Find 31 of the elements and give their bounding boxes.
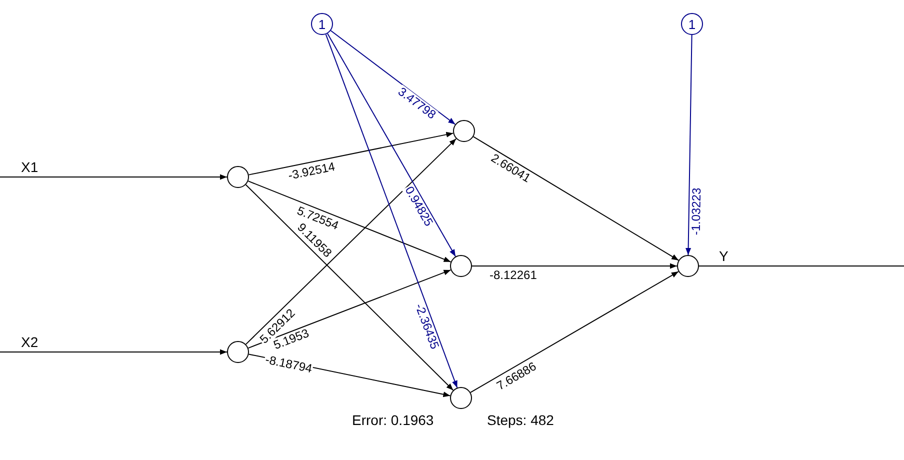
variable-label: X1	[20, 160, 40, 174]
arrow	[325, 34, 458, 388]
neuron-node	[227, 341, 249, 363]
training-stat: Steps: 482	[487, 412, 554, 428]
arrow	[0, 174, 228, 180]
node-label: 1	[318, 18, 326, 30]
arrow	[330, 30, 456, 125]
edge-label: -8.12261	[488, 268, 538, 282]
arrow	[245, 138, 457, 345]
bias-node	[681, 13, 703, 35]
arrow	[470, 271, 679, 393]
training-stat: Error: 0.1963	[352, 412, 434, 428]
arrow	[248, 269, 452, 349]
edge-label: -1.03223	[690, 186, 704, 236]
bias-node	[311, 13, 333, 35]
neuron-node	[450, 387, 472, 409]
arrow	[0, 349, 228, 355]
neuron-node	[453, 120, 475, 142]
arrow	[248, 132, 454, 176]
neuron-node	[450, 255, 472, 277]
arrow	[326, 33, 456, 257]
arrow	[686, 34, 692, 256]
variable-label: X2	[20, 336, 40, 348]
arrow	[248, 180, 452, 262]
neuron-node	[677, 255, 699, 277]
arrow	[245, 184, 454, 391]
arrow	[472, 136, 680, 261]
neuron-node	[227, 166, 249, 188]
node-label: 1	[688, 18, 696, 30]
arrow	[472, 263, 678, 269]
variable-label: Y	[718, 250, 730, 262]
